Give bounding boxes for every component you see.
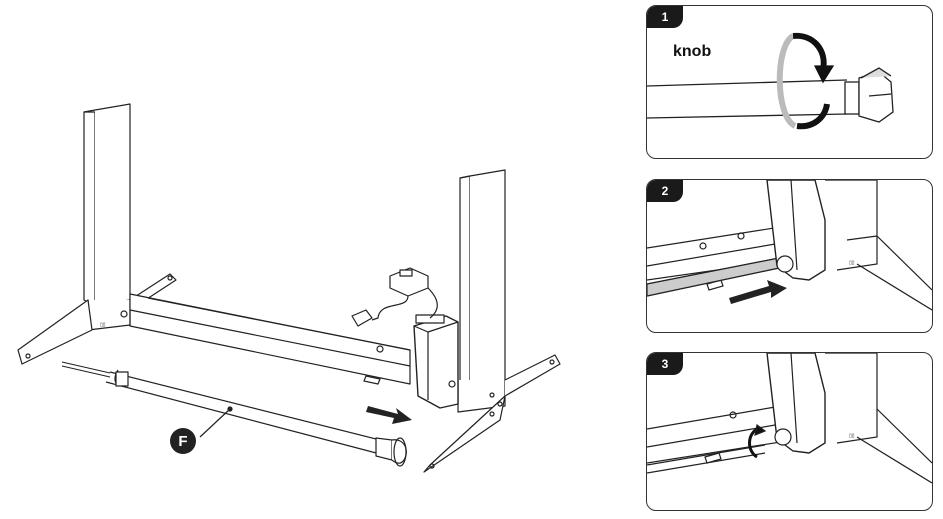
assembly-illustration: ▯▯ — [17, 103, 561, 473]
knob-tighten-closeup: ▯▯ — [647, 353, 932, 484]
hex-rod — [61, 361, 407, 467]
step-1-panel: 1 knob — [646, 5, 933, 159]
motor-housing — [413, 314, 459, 409]
push-arrow — [729, 280, 787, 304]
knob-label: knob — [673, 43, 712, 60]
part-callout-f: F — [170, 428, 196, 454]
step-number: 1 — [647, 6, 683, 28]
right-column — [457, 169, 506, 413]
step-3-panel: 3 ▯▯ — [646, 352, 933, 511]
rod-insertion-closeup: ▯▯ — [647, 180, 932, 311]
svg-text:▯▯: ▯▯ — [849, 260, 855, 266]
step-2-panel: 2 ▯▯ — [646, 179, 933, 333]
cross-beam — [129, 293, 411, 385]
push-arrow — [366, 406, 412, 424]
left-column: ▯▯ — [83, 103, 131, 331]
right-foot — [423, 354, 561, 473]
step-number: 3 — [647, 353, 683, 375]
control-box — [351, 267, 438, 327]
step-number: 2 — [647, 180, 683, 202]
svg-text:▯▯: ▯▯ — [100, 322, 106, 328]
desk-frame-drawing: ▯▯ — [17, 103, 561, 473]
knob-closeup — [647, 32, 894, 130]
svg-text:▯▯: ▯▯ — [849, 433, 855, 439]
